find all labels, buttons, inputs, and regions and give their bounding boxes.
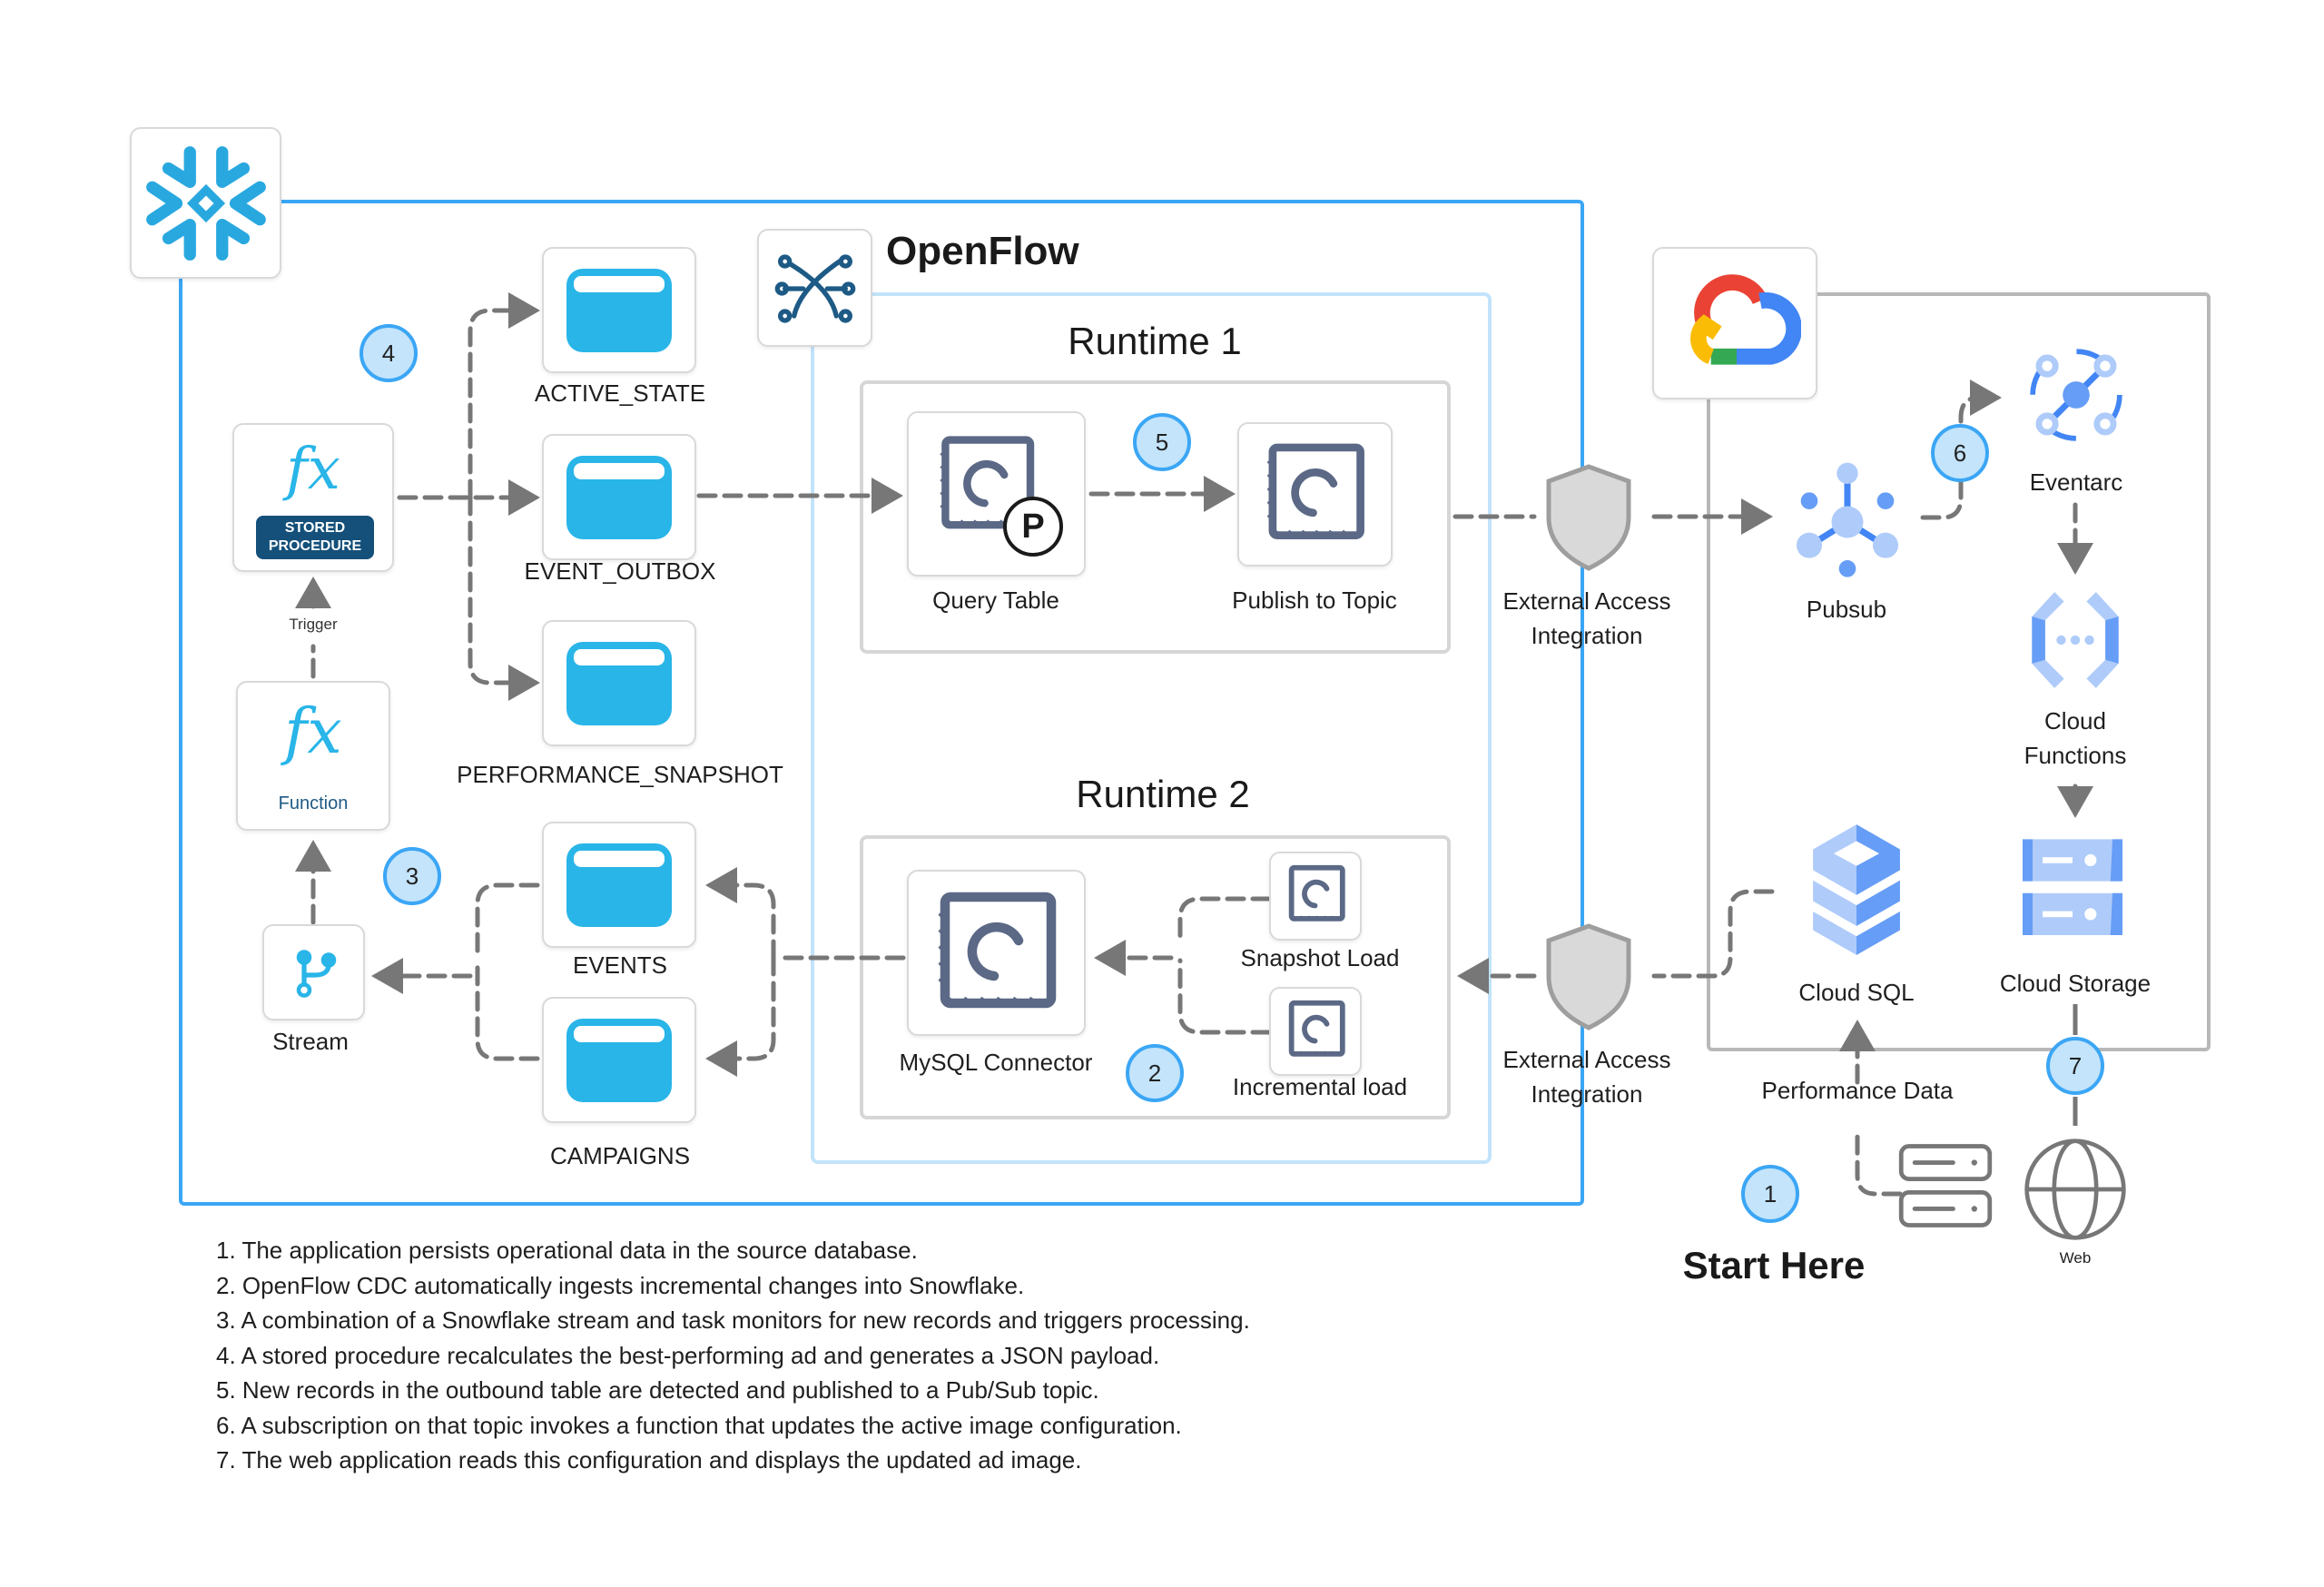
server-icon[interactable] <box>1897 1142 1994 1229</box>
stored-procedure-badge: STORED PROCEDURE <box>256 516 374 559</box>
gcp-project-boundary <box>1707 292 2211 1051</box>
step-badge-7: 7 <box>2046 1037 2104 1095</box>
step-badge-1: 1 <box>1741 1165 1799 1223</box>
table-performance-snapshot[interactable] <box>542 620 696 746</box>
web-label: Web <box>2059 1249 2092 1267</box>
processor-icon <box>940 436 1035 529</box>
publish-to-topic-label: Publish to Topic <box>1232 586 1397 614</box>
table-campaigns[interactable] <box>542 997 696 1123</box>
badge-line-1: STORED <box>284 520 346 536</box>
openflow-title: OpenFlow <box>886 229 1079 273</box>
snapshot-load-processor[interactable] <box>1269 852 1362 941</box>
function-label: Function <box>278 794 349 813</box>
table-active-state[interactable] <box>542 247 696 373</box>
table-icon <box>566 642 672 725</box>
campaigns-label: CAMPAIGNS <box>549 1142 691 1169</box>
trigger-label: Trigger <box>289 616 338 633</box>
cloud-sql-icon[interactable] <box>1805 822 1908 958</box>
label-line: Integration <box>1531 622 1643 649</box>
step-item: 1. The application persists operational … <box>216 1237 918 1264</box>
publish-to-topic-processor[interactable] <box>1237 422 1393 567</box>
stream-label: Stream <box>272 1028 349 1055</box>
start-here-label: Start Here <box>1682 1244 1866 1286</box>
openflow-logo-tile <box>757 229 872 347</box>
query-table-processor[interactable]: P <box>907 411 1086 577</box>
shield-icon[interactable] <box>1543 922 1634 1031</box>
step-item: 5. New records in the outbound table are… <box>216 1376 1099 1404</box>
runtime-2-title: Runtime 2 <box>1076 773 1250 815</box>
mysql-connector-label: MySQL Connector <box>899 1049 1093 1076</box>
cloud-functions-label: Cloud Functions <box>2024 704 2127 773</box>
label-line: External Access <box>1502 587 1671 615</box>
runtime-1-title: Runtime 1 <box>1068 320 1242 362</box>
snowflake-logo-icon <box>146 146 266 261</box>
incremental-load-processor[interactable] <box>1269 987 1362 1076</box>
function-node[interactable]: fx Function <box>236 681 390 831</box>
step-badge-3: 3 <box>383 847 441 905</box>
step-badge-5: 5 <box>1133 413 1191 471</box>
stored-procedure-node[interactable]: fx STORED PROCEDURE <box>232 423 394 572</box>
table-event-outbox[interactable] <box>542 434 696 560</box>
step-badge-6: 6 <box>1931 424 1989 482</box>
table-icon <box>566 269 672 352</box>
snowflake-logo-tile <box>130 127 281 279</box>
cloud-functions-icon[interactable] <box>2028 588 2122 692</box>
cloud-storage-label: Cloud Storage <box>1999 970 2152 997</box>
label-line: Cloud <box>2044 707 2106 734</box>
stream-node[interactable] <box>262 924 365 1020</box>
fx-icon: fx <box>286 436 340 503</box>
processor-icon <box>1288 864 1345 922</box>
cloud-sql-label: Cloud SQL <box>1798 979 1915 1006</box>
pubsub-icon[interactable] <box>1793 458 1902 586</box>
cloud-storage-icon[interactable] <box>2014 835 2132 935</box>
snowflake-account-boundary <box>179 200 1584 1206</box>
processor-icon <box>1266 443 1364 539</box>
label-line: Integration <box>1531 1080 1643 1108</box>
query-table-label: Query Table <box>932 586 1059 614</box>
label-line: Functions <box>2024 742 2127 769</box>
step-item: 3. A combination of a Snowflake stream a… <box>216 1306 1250 1334</box>
event-outbox-label: EVENT_OUTBOX <box>524 557 716 585</box>
openflow-boundary <box>811 292 1492 1164</box>
eventarc-label: Eventarc <box>2029 468 2123 496</box>
table-icon <box>566 456 672 539</box>
incremental-load-label: Incremental load <box>1232 1073 1408 1100</box>
shield-icon[interactable] <box>1543 463 1634 572</box>
active-state-label: ACTIVE_STATE <box>534 380 706 407</box>
eventarc-icon[interactable] <box>2024 343 2128 447</box>
connector-app-to-sql-lower <box>1855 1128 1903 1197</box>
events-label: EVENTS <box>572 951 668 979</box>
gcp-logo-tile <box>1652 247 1817 399</box>
step-item: 2. OpenFlow CDC automatically ingests in… <box>216 1271 1025 1299</box>
external-access-2-label: External Access Integration <box>1503 1042 1671 1111</box>
performance-data-label: Performance Data <box>1761 1077 1954 1104</box>
external-access-1-label: External Access Integration <box>1503 584 1671 653</box>
stream-branch-icon <box>296 950 337 998</box>
google-cloud-logo-icon <box>1690 274 1801 365</box>
web-globe-icon[interactable] <box>2023 1137 2128 1242</box>
p-badge-icon: P <box>1003 497 1063 557</box>
label-line: External Access <box>1502 1046 1671 1073</box>
table-icon <box>566 1019 672 1102</box>
badge-line-2: PROCEDURE <box>268 538 362 554</box>
processor-icon <box>1288 1000 1345 1057</box>
step-item: 7. The web application reads this config… <box>216 1446 1082 1474</box>
mysql-connector-processor[interactable] <box>907 870 1086 1036</box>
openflow-logo-icon <box>774 254 856 323</box>
fx-icon: fx <box>284 696 342 768</box>
step-item: 6. A subscription on that topic invokes … <box>216 1411 1182 1439</box>
step-badge-2: 2 <box>1126 1044 1184 1102</box>
step-badge-4: 4 <box>359 324 418 382</box>
processor-icon <box>938 892 1057 1009</box>
performance-snapshot-label: PERFORMANCE_SNAPSHOT <box>457 761 783 788</box>
table-icon <box>566 843 672 927</box>
snapshot-load-label: Snapshot Load <box>1240 944 1400 971</box>
table-events[interactable] <box>542 822 696 948</box>
pubsub-label: Pubsub <box>1806 596 1887 623</box>
steps-list: 1. The application persists operational … <box>216 1233 1250 1478</box>
step-item: 4. A stored procedure recalculates the b… <box>216 1341 1160 1369</box>
